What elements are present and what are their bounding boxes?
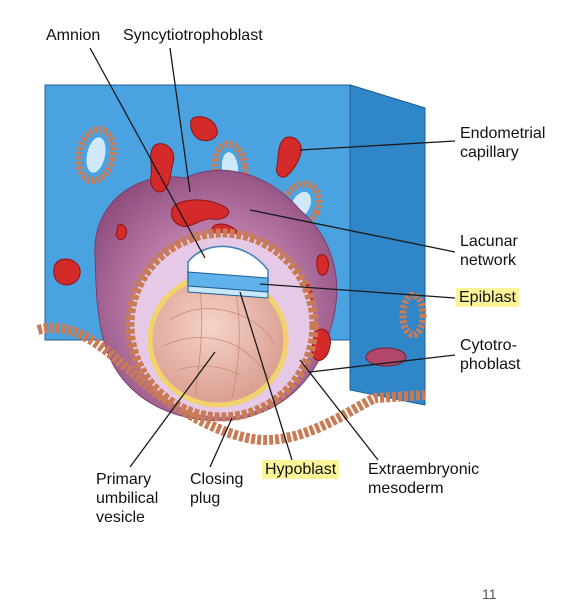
gland-lumen bbox=[86, 137, 106, 173]
label-cytotrophoblast: Cytotro- phoblast bbox=[460, 337, 521, 373]
lacuna bbox=[316, 254, 329, 276]
lacuna bbox=[190, 116, 218, 141]
label-endometrial-capillary: Endometrial capillary bbox=[460, 125, 546, 161]
leader-closing-plug bbox=[209, 417, 233, 468]
label-epiblast: Epiblast bbox=[456, 288, 519, 307]
leader-endometrial-capillary bbox=[299, 140, 456, 151]
lacuna bbox=[276, 136, 302, 178]
label-primary-umbilical-vesicle: Primary umbilical vesicle bbox=[96, 471, 159, 526]
leader-lacunar-network bbox=[249, 209, 456, 253]
leader-epiblast bbox=[259, 283, 456, 299]
embryonic-disc bbox=[187, 245, 269, 299]
label-closing-plug: Closing plug bbox=[190, 471, 244, 507]
hypoblast-layer bbox=[187, 285, 269, 299]
leader-cytotrophoblast bbox=[309, 354, 456, 373]
label-lacunar-network: Lacunar network bbox=[460, 233, 518, 269]
leader-hypoblast bbox=[239, 291, 293, 461]
vesicle-texture bbox=[164, 289, 276, 399]
leader-syncytiotrophoblast bbox=[169, 47, 191, 193]
leader-extraembryonic-mesoderm bbox=[299, 359, 379, 461]
leader-lines bbox=[89, 47, 456, 468]
label-extraembryonic-mesoderm: Extraembryonic mesoderm bbox=[368, 461, 480, 497]
lacuna bbox=[150, 143, 175, 193]
lacuna bbox=[115, 224, 127, 240]
lacuna bbox=[53, 258, 81, 286]
label-syncytiotrophoblast: Syncytiotrophoblast bbox=[123, 27, 263, 44]
leader-primary-umbilical-vesicle bbox=[129, 351, 216, 468]
lacuna bbox=[171, 199, 230, 227]
page-number: 11 bbox=[482, 586, 497, 602]
label-hypoblast: Hypoblast bbox=[262, 460, 340, 479]
leader-amnion bbox=[89, 47, 206, 259]
label-amnion: Amnion bbox=[46, 27, 101, 44]
surface-epithelium bbox=[36, 323, 426, 446]
gland bbox=[75, 125, 117, 185]
